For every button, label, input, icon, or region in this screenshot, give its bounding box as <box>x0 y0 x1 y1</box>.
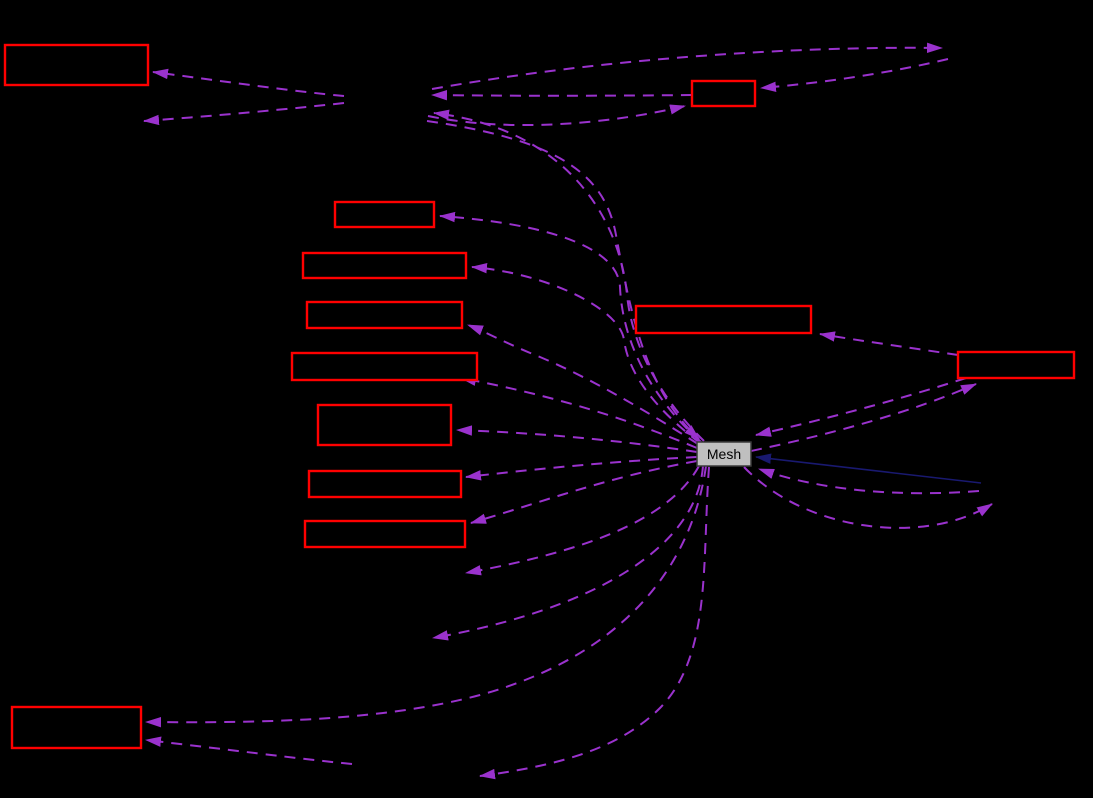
node-top-left <box>3 43 150 87</box>
edge-mesh-to-left4-usage-edge <box>460 375 698 449</box>
node-middle <box>634 304 813 335</box>
edge-mesh-to-left2-usage-edge <box>471 263 701 444</box>
edge-topsmall-to-hub-usage-edge <box>431 89 693 101</box>
edge-mesh-to-right-usage-edge <box>750 383 977 452</box>
node-left-5 <box>316 403 453 447</box>
edge-mesh-to-left1-usage-edge <box>439 211 702 443</box>
node-left-1 <box>333 200 436 229</box>
edge-mesh-to-left5-usage-edge <box>456 425 698 453</box>
edge-hidden-e-to-bottom-usage-edge <box>145 736 353 765</box>
edge-hub-to-hidden-b-usage-edge <box>431 42 943 90</box>
edge-right-to-middle-usage-edge <box>819 331 959 356</box>
edge-hidden-f-to-mesh-usage-edge <box>758 468 980 495</box>
node-top-small <box>690 79 757 108</box>
edge-mesh-to-hidden-c-usage-edge <box>465 465 700 576</box>
node-right <box>956 350 1076 380</box>
node-left-2 <box>301 251 468 280</box>
edge-hub-to-topsmall-usage-edge <box>427 104 686 127</box>
edge-mesh-to-left3-usage-edge <box>467 324 699 445</box>
edge-hidden-b-to-small-usage-edge <box>760 58 949 92</box>
edge-inheritance-inheritance-edge <box>755 453 982 484</box>
node-bottom-left <box>10 705 143 750</box>
edge-right-to-mesh-usage-edge <box>755 377 967 437</box>
edge-mesh-to-left7-usage-edge <box>470 460 698 524</box>
edge-mesh-to-left6-usage-edge <box>465 456 698 481</box>
edge-hub-to-topleft-usage-edge <box>152 68 345 97</box>
node-left-6 <box>307 469 463 499</box>
focus-node-mesh <box>696 441 752 467</box>
edge-mesh-to-bottom-usage-edge <box>145 465 707 728</box>
edge-mesh-to-hidden-f-usage-edge <box>743 466 993 529</box>
node-left-7 <box>303 519 467 549</box>
edge-mesh-to-hidden-e-usage-edge <box>479 466 710 780</box>
edge-hub-to-hidden-a-usage-edge <box>143 102 345 126</box>
edge-mesh-to-hub-usage-edge <box>433 109 705 442</box>
node-left-3 <box>305 300 464 330</box>
edge-hub-to-mesh-usage-edge <box>426 120 700 440</box>
edge-mesh-to-hidden-d-usage-edge <box>432 465 704 641</box>
node-left-4 <box>290 351 479 382</box>
